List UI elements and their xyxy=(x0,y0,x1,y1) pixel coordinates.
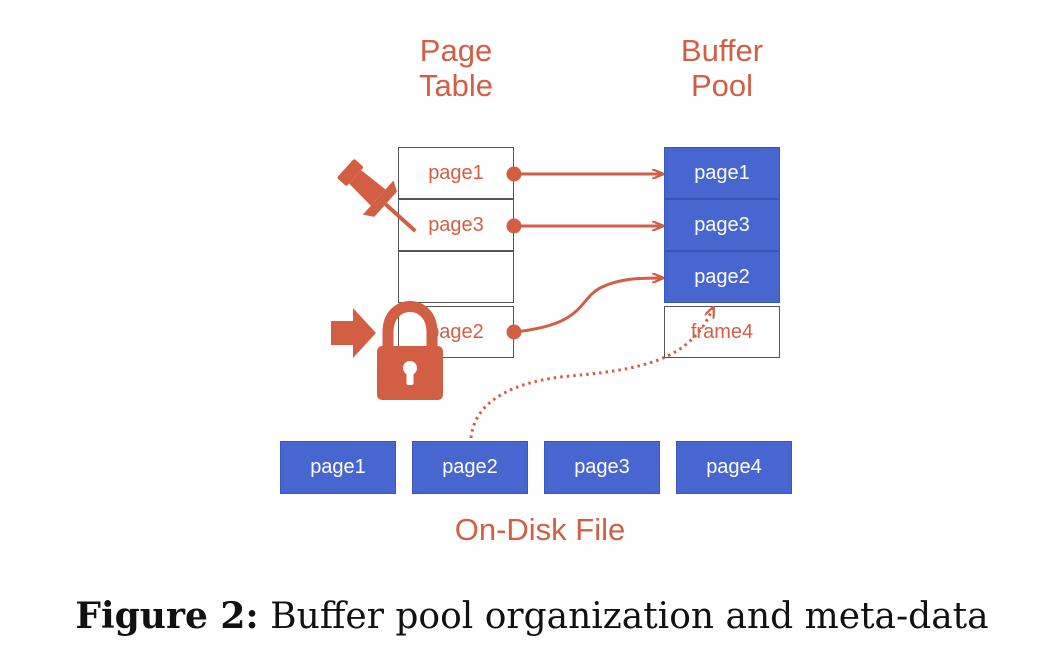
mapping-arrow-page3 xyxy=(506,218,663,234)
buffer-frame-label: page3 xyxy=(694,213,750,236)
on-disk-file-label: On-Disk File xyxy=(454,512,626,547)
buffer-frame-page2: page2 xyxy=(664,251,780,303)
disk-page3: page3 xyxy=(544,441,660,494)
page-table-entry-page3: page3 xyxy=(398,199,514,251)
mapping-arrow-page2 xyxy=(506,278,663,340)
figure-caption-label: Figure 2: xyxy=(75,595,259,637)
disk-page-label: page1 xyxy=(310,456,366,478)
buffer-frame-label: page2 xyxy=(694,265,750,288)
page-table-entry-label: page1 xyxy=(428,161,484,184)
disk-page-label: page3 xyxy=(574,456,630,478)
buffer-frame-frame4: frame4 xyxy=(664,306,780,358)
disk-page-label: page2 xyxy=(442,456,498,478)
disk-page-label: page4 xyxy=(706,456,762,478)
figure-caption-text: Buffer pool organization and meta-data xyxy=(270,596,989,637)
disk-page2: page2 xyxy=(412,441,528,494)
page-table-header-line1: Page xyxy=(419,33,493,68)
buffer-frame-label: page1 xyxy=(694,161,750,184)
buffer-frame-page3: page3 xyxy=(664,199,780,251)
disk-page1: page1 xyxy=(280,441,396,494)
buffer-pool-header: Buffer Pool xyxy=(662,33,782,103)
buffer-pool-header-line2: Pool xyxy=(690,68,754,103)
page-table-entry-label: page3 xyxy=(428,213,484,236)
page-table-entry-label: page2 xyxy=(428,320,484,343)
buffer-frame-page1: page1 xyxy=(664,147,780,199)
padlock-icon xyxy=(377,301,443,400)
mapping-arrow-page1 xyxy=(506,166,663,182)
page-table-entry-page1: page1 xyxy=(398,147,514,199)
page-table-header-line2: Table xyxy=(418,68,494,103)
load-arrow xyxy=(469,308,713,439)
figure-caption: Figure 2: Buffer pool organization and m… xyxy=(0,595,1064,637)
arrow-right-icon xyxy=(331,308,376,358)
disk-page4: page4 xyxy=(676,441,792,494)
buffer-frame-label: frame4 xyxy=(690,320,754,343)
buffer-pool-header-line1: Buffer xyxy=(680,33,764,68)
page-table-header: Page Table xyxy=(396,33,516,103)
pushpin-icon xyxy=(337,159,417,233)
page-table-entry-empty xyxy=(398,251,514,303)
